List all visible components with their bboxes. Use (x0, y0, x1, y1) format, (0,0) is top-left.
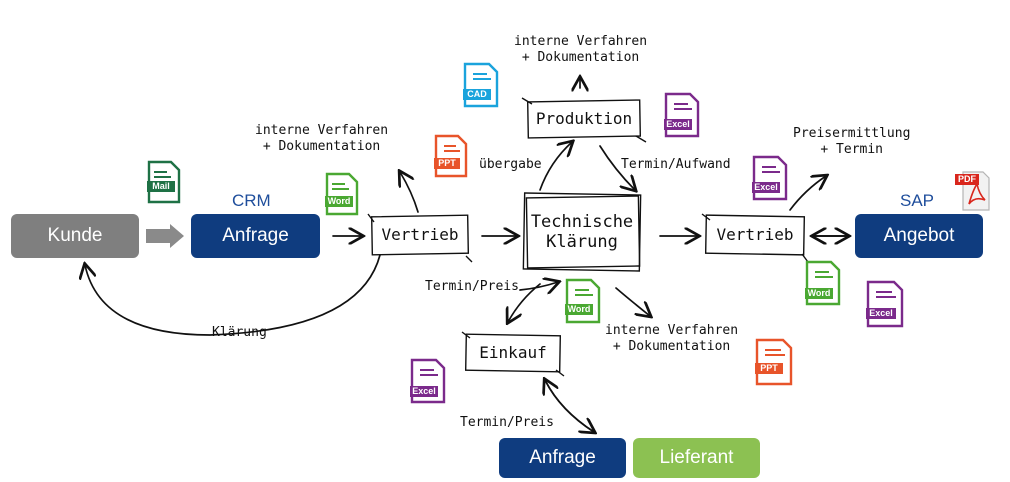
lieferant-box[interactable]: Lieferant (633, 438, 760, 478)
label-termin-preis-2: Termin/Preis (460, 415, 554, 430)
label-termin-preis-1: Termin/Preis (425, 279, 519, 294)
excel-vertrieb-label: Excel (754, 182, 778, 192)
word-document-icon: Word (325, 172, 359, 216)
arrow-einkauf-technische (519, 282, 558, 290)
label-preisermittlung: Preisermittlung + Termin (793, 126, 911, 158)
kunde-to-anfrage-arrow (146, 224, 184, 248)
sap-label: SAP (900, 191, 935, 210)
word-right-label: Word (807, 288, 831, 298)
arrow-technische-intern (615, 287, 650, 316)
word-einkauf-icon: Word (565, 278, 601, 324)
arrow-klaerung-loop (85, 254, 381, 336)
label-klaerung: Klärung (212, 325, 267, 340)
angebot-box[interactable]: Angebot (855, 214, 983, 258)
arrow-uebergabe (539, 142, 572, 191)
arrow-vertrieb-intern (400, 172, 419, 213)
vertrieb-right-node[interactable]: Vertrieb (716, 225, 794, 245)
technische-klaerung-node[interactable]: Technische Klärung (530, 211, 634, 252)
label-intern-left: interne Verfahren + Dokumentation (255, 123, 389, 155)
mail-document-icon: Mail (147, 160, 181, 204)
cad-document-icon: CAD (463, 62, 499, 108)
pdf-document-label: PDF (958, 174, 976, 184)
word-document-label: Word (327, 196, 351, 206)
pdf-document-icon: PDF (955, 170, 991, 212)
excel-einkauf-label: Excel (412, 386, 436, 396)
label-termin-aufwand: Termin/Aufwand (621, 157, 731, 172)
excel-produktion-icon: Excel (664, 92, 700, 138)
excel-vertrieb-icon: Excel (752, 155, 788, 201)
word-einkauf-label: Word (567, 304, 591, 314)
crm-label: CRM (232, 191, 271, 210)
anfrage-lieferant-box[interactable]: Anfrage (499, 438, 626, 478)
mail-document-label: Mail (152, 181, 170, 191)
label-intern-bottom: interne Verfahren + Dokumentation (605, 323, 739, 355)
excel-right-icon: Excel (866, 280, 904, 328)
ppt-document-label: PPT (438, 158, 456, 168)
word-right-icon: Word (805, 260, 841, 306)
arrow-vertrieb-preis (789, 176, 826, 211)
vertrieb-left-node[interactable]: Vertrieb (381, 225, 459, 245)
label-intern-top: interne Verfahren + Dokumentation (514, 34, 648, 66)
cad-document-label: CAD (467, 89, 487, 99)
excel-einkauf-icon: Excel (410, 358, 446, 404)
arrow-termin-aufwand (599, 145, 635, 190)
kunde-box[interactable]: Kunde (11, 214, 139, 258)
label-uebergabe: übergabe (479, 157, 542, 172)
ppt-bottom-icon: PPT (755, 338, 793, 386)
excel-produktion-label: Excel (666, 119, 690, 129)
arrow-lieferant-einkauf (545, 380, 595, 433)
ppt-bottom-label: PPT (760, 363, 778, 373)
excel-right-label: Excel (869, 308, 893, 318)
ppt-document-icon: PPT (434, 134, 468, 178)
einkauf-node[interactable]: Einkauf (479, 343, 547, 363)
anfrage-crm-box[interactable]: Anfrage (191, 214, 320, 258)
produktion-node[interactable]: Produktion (535, 109, 633, 129)
